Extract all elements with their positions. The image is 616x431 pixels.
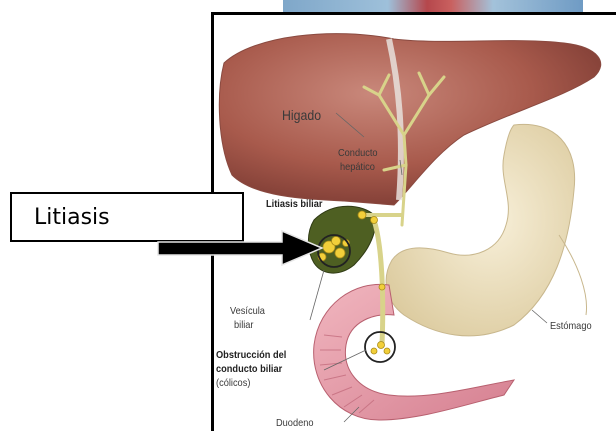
stomach-label: Estómago bbox=[550, 320, 592, 333]
obstruction-label-line3: (cólicos) bbox=[216, 377, 250, 390]
common-bile-duct bbox=[374, 220, 383, 345]
obstruction-label-line1: Obstrucción del bbox=[216, 349, 286, 362]
callout-label: Litiasis bbox=[34, 205, 110, 230]
liver-label: Higado bbox=[282, 109, 321, 122]
obstruction-label-line2: conducto biliar bbox=[216, 363, 282, 376]
duodenum-label: Duodeno bbox=[276, 417, 314, 430]
hepatic-duct-label-line2: hepático bbox=[340, 161, 375, 174]
gallbladder-label-line1: Vesícula bbox=[230, 305, 265, 318]
callout-arrow-icon bbox=[150, 228, 330, 270]
gallstones-label: Litiasis biliar bbox=[266, 198, 322, 211]
anatomy-diagram: Higado Conducto hepático Litiasis biliar… bbox=[211, 12, 616, 431]
gallbladder-label-line2: biliar bbox=[234, 319, 254, 332]
hepatic-duct-label-line1: Conducto bbox=[338, 147, 378, 160]
